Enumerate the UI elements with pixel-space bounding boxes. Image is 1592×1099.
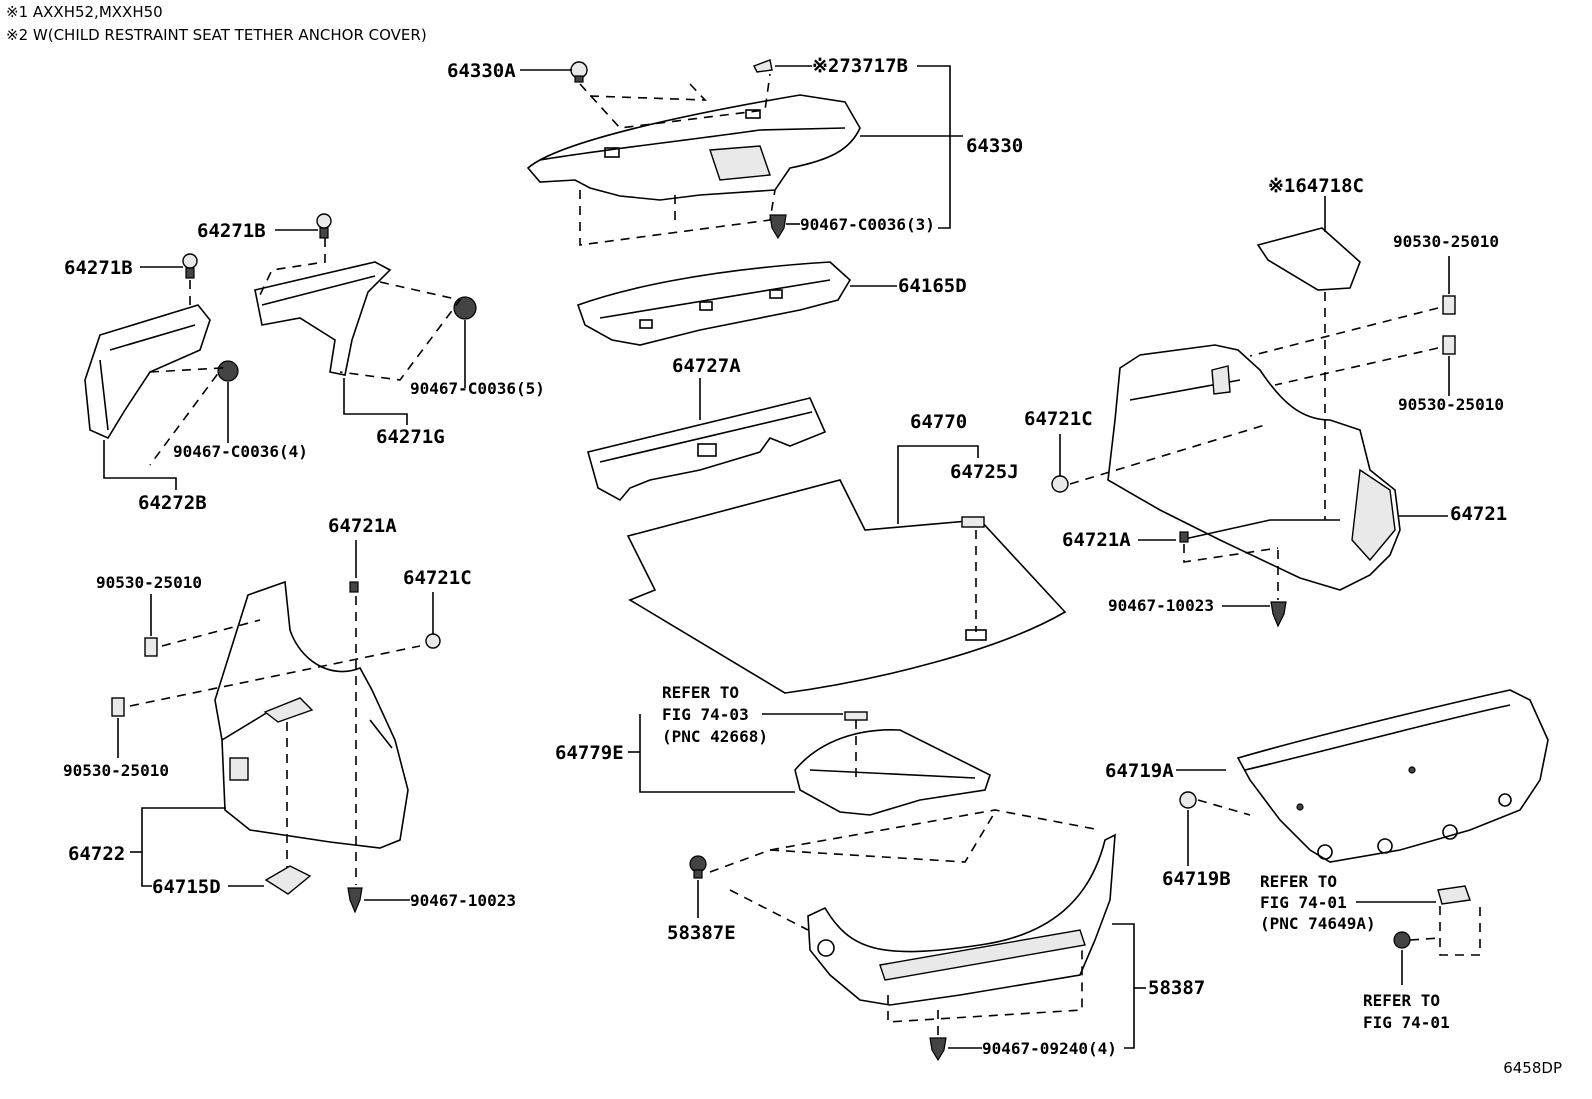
clip-64721a-left xyxy=(349,581,359,593)
bracket-74649a xyxy=(1437,885,1471,905)
cover-64715d xyxy=(264,865,312,895)
clip-64271b-right xyxy=(316,213,332,239)
luggage-floor-mat-part xyxy=(626,479,1067,694)
tray-clip-64330a xyxy=(570,61,588,83)
label-64779e: 64779E xyxy=(555,742,624,764)
clip-90467-c0036-5 xyxy=(453,296,477,320)
clip-74-01 xyxy=(1393,931,1411,949)
tether-cover-64718c-part xyxy=(1256,227,1361,291)
clip-58387e xyxy=(689,855,707,879)
panel-64165d-part xyxy=(576,261,852,346)
label-64721: 64721 xyxy=(1450,503,1507,525)
clip-90467-c0036-4 xyxy=(217,360,239,382)
fastener-90530-left-lower xyxy=(111,697,125,717)
label-64721a-left: 64721A xyxy=(328,515,397,537)
label-64719b: 64719B xyxy=(1162,868,1231,890)
label-64721a-right: 64721A xyxy=(1062,529,1131,551)
label-64721c-right: 64721C xyxy=(1024,408,1093,430)
note-2: ※2 W(CHILD RESTRAINT SEAT TETHER ANCHOR … xyxy=(6,26,427,44)
tether-cover-73717b xyxy=(753,59,773,73)
clip-64271b-left xyxy=(182,253,198,279)
panel-64727a-part xyxy=(587,397,827,502)
label-64165d: 64165D xyxy=(898,275,967,297)
refer3-line1: REFER TO xyxy=(1363,991,1440,1010)
note-1: ※1 AXXH52,MXXH50 xyxy=(6,3,163,21)
refer2-line1: REFER TO xyxy=(1260,872,1337,891)
refer2-line2: FIG 74-01 xyxy=(1260,893,1347,912)
fastener-90530-right-lower xyxy=(1442,335,1456,355)
trunk-lid-trim-part xyxy=(1236,689,1549,863)
luggage-box-64779e-part xyxy=(794,711,991,816)
refer1-line3: (PNC 42668) xyxy=(662,727,768,746)
label-64330: 64330 xyxy=(966,135,1023,157)
label-64725j: 64725J xyxy=(950,461,1019,483)
clip-90467-09240 xyxy=(929,1037,947,1062)
label-90467-09240: 90467-09240(4) xyxy=(982,1039,1117,1058)
label-64727a: 64727A xyxy=(672,355,741,377)
label-90467-c0036-4: 90467-C0036(4) xyxy=(173,442,308,461)
package-tray-trim-part xyxy=(526,94,861,201)
label-58387e: 58387E xyxy=(667,922,736,944)
label-90467-c0036-3: 90467-C0036(3) xyxy=(800,215,935,234)
refer2-line3: (PNC 74649A) xyxy=(1260,914,1376,933)
label-90530-right-lower: 90530-25010 xyxy=(1398,395,1504,414)
label-64271g: 64271G xyxy=(376,426,445,448)
label-90467-c0036-5: 90467-C0036(5) xyxy=(410,379,545,398)
clip-64721c-left xyxy=(425,633,441,649)
clip-90467-10023-left xyxy=(347,887,363,914)
refer1-line1: REFER TO xyxy=(662,683,739,702)
label-64718c: ※164718C xyxy=(1268,175,1364,197)
label-90467-10023-right: 90467-10023 xyxy=(1108,596,1214,615)
label-58387: 58387 xyxy=(1148,977,1205,999)
fastener-90530-left-upper xyxy=(144,637,158,657)
label-64271b-right: 64271B xyxy=(197,220,266,242)
luggage-side-trim-right-part xyxy=(1107,344,1401,591)
label-90530-left-lower: 90530-25010 xyxy=(63,761,169,780)
refer1-line2: FIG 74-03 xyxy=(662,705,749,724)
luggage-side-trim-left-part xyxy=(214,580,409,849)
label-73717b: ※273717B xyxy=(812,55,908,77)
label-64770: 64770 xyxy=(910,411,967,433)
label-90467-10023-left: 90467-10023 xyxy=(410,891,516,910)
tray-clip-90467-c0036 xyxy=(769,214,787,240)
refer3-line2: FIG 74-01 xyxy=(1363,1013,1450,1032)
fastener-90530-right-upper xyxy=(1442,295,1456,315)
label-64715d: 64715D xyxy=(152,876,221,898)
label-64721c-left: 64721C xyxy=(403,567,472,589)
deck-trim-58387-part xyxy=(807,833,1116,1006)
label-64722: 64722 xyxy=(68,843,125,865)
label-64330a: 64330A xyxy=(447,60,516,82)
label-90530-right-upper: 90530-25010 xyxy=(1393,232,1499,251)
clip-64721a-right xyxy=(1179,531,1189,543)
side-trim-64272b-part xyxy=(84,304,211,440)
clip-90467-10023-right xyxy=(1270,601,1287,628)
label-64271b-left: 64271B xyxy=(64,257,133,279)
diagram-code: 6458DP xyxy=(1503,1059,1562,1077)
label-90530-left-upper: 90530-25010 xyxy=(96,573,202,592)
side-trim-64271g-part xyxy=(254,261,392,376)
clip-64721c-right xyxy=(1051,475,1069,493)
label-64272b: 64272B xyxy=(138,492,207,514)
label-64719a: 64719A xyxy=(1105,760,1174,782)
clip-64719b xyxy=(1179,791,1197,809)
